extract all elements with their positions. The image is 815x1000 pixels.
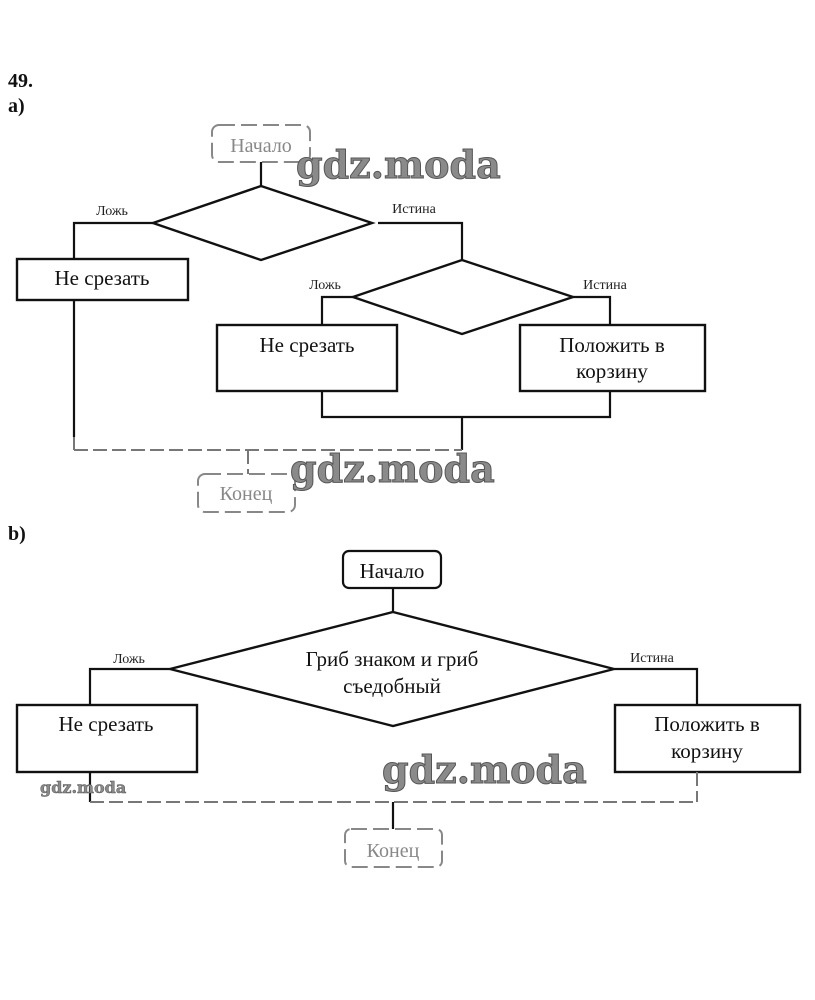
- process-box: [613, 703, 802, 774]
- decision-2-a: [349, 258, 577, 336]
- part-a-label: a): [8, 95, 25, 117]
- process-box: [15, 257, 190, 302]
- decision-1-true-label: Истина: [392, 202, 436, 217]
- process-label-line-1: Положить в: [559, 333, 665, 357]
- end-label-b: Конец: [367, 840, 420, 862]
- process-box: [518, 323, 707, 393]
- end-label-a: Конец: [220, 483, 273, 505]
- connector: [88, 667, 170, 705]
- watermark: gdz.moda: [40, 778, 126, 797]
- decision-b: [169, 610, 615, 728]
- process-box: [15, 703, 199, 774]
- process-box: [215, 323, 399, 393]
- part-b-label: b): [8, 523, 26, 545]
- start-shape-a: [211, 124, 311, 163]
- decision-label-line-1: Гриб знаком и гриб: [306, 647, 479, 671]
- decision-label-line-2: съедобный: [343, 674, 441, 698]
- decision-1-false-label: Ложь: [96, 204, 128, 219]
- start-terminal-a: Начало: [211, 124, 311, 163]
- action-outer-false-a: Не срезать: [15, 257, 190, 302]
- end-shape-b: [344, 828, 443, 868]
- end-terminal-b: Конец: [344, 828, 443, 868]
- connector: [72, 221, 153, 259]
- problem-number: 49.: [8, 70, 33, 92]
- watermark: gdz.moda: [290, 446, 495, 491]
- end-shape-a: [197, 473, 296, 513]
- connector: [378, 221, 464, 260]
- action-false-b: Не срезать: [15, 703, 199, 774]
- action-inner-true-a: Положить в корзину: [518, 323, 707, 393]
- decision-false-label-b: Ложь: [113, 652, 145, 667]
- process-label-line-2: корзину: [671, 739, 743, 763]
- watermark: gdz.moda: [382, 747, 587, 792]
- start-label-b: Начало: [360, 559, 425, 583]
- decision-2-false-label: Ложь: [309, 278, 341, 293]
- process-label: Не срезать: [55, 266, 150, 290]
- start-terminal-b: Начало: [341, 549, 443, 590]
- flowchart-a: Начало Ложь Истина Не срезать Ложь Истин…: [15, 124, 707, 513]
- process-label: Не срезать: [260, 333, 355, 357]
- action-true-b: Положить в корзину: [613, 703, 802, 774]
- process-label: Не срезать: [59, 712, 154, 736]
- action-inner-false-a: Не срезать: [215, 323, 399, 393]
- decision-1-a: [149, 184, 376, 262]
- flowchart-b: Начало Гриб знаком и гриб съедобный Ложь…: [15, 549, 802, 868]
- process-label-line-2: корзину: [576, 359, 648, 383]
- connector: [573, 295, 612, 325]
- decision-true-label-b: Истина: [630, 651, 674, 666]
- connector: [320, 391, 612, 419]
- connector: [320, 295, 353, 325]
- end-terminal-a: Конец: [197, 473, 296, 513]
- watermark: gdz.moda: [296, 142, 501, 187]
- decision-2-true-label: Истина: [583, 278, 627, 293]
- start-label-a: Начало: [230, 135, 292, 157]
- connector: [614, 667, 699, 705]
- process-label-line-1: Положить в: [654, 712, 760, 736]
